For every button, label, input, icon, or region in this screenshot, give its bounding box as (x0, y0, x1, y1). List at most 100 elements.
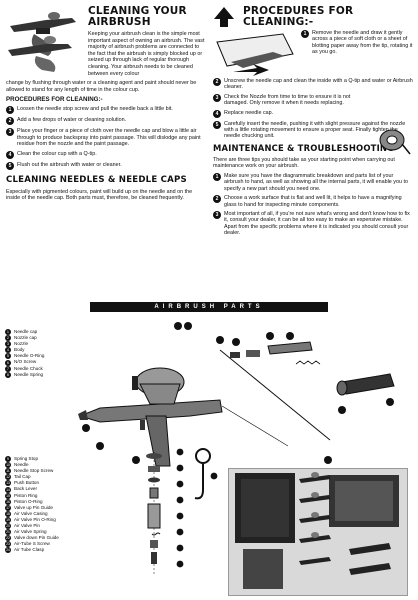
step-text: Flush out the airbrush with water or cle… (17, 161, 122, 168)
part-number: 21 (5, 529, 11, 536)
step-number: 1 (6, 106, 14, 115)
part-number: 12 (5, 474, 11, 481)
part-number: 14 (5, 486, 11, 493)
cleaning-title-2: AIRBRUSH (88, 16, 151, 28)
step-number: 5 (213, 120, 221, 129)
part-label: Needle Spring (14, 371, 44, 377)
part-label: Piston Ring (14, 492, 38, 498)
procedures-heading: PROCEDURES FOR CLEANING:- (6, 96, 103, 104)
part-number: 18 (5, 510, 11, 517)
part-label: Valve up Pin Guide (14, 504, 53, 510)
maintenance-intro: There are three tips you should take as … (213, 156, 395, 170)
step-text: Clean the colour cup with a Q-tip. (17, 150, 97, 157)
part-label: Needle (14, 462, 29, 468)
part-number: 11 (5, 468, 11, 475)
part-label: Body (14, 347, 25, 353)
part-label: Air Valve Spring (14, 529, 47, 535)
part-label: Needle O-Ring (14, 353, 45, 359)
arrow-up-icon (214, 7, 234, 27)
right-step-1: 1 Remove the needle and draw it gently a… (301, 30, 413, 56)
part-number: 15 (5, 492, 11, 499)
step-number: 2 (6, 117, 14, 126)
step-text: Check the Nozzle from time to time to en… (224, 93, 351, 107)
airbrush-kit-photo-graphic (235, 472, 399, 589)
step-number: 4 (213, 109, 221, 118)
part-number: 2 (5, 335, 11, 342)
maintenance-title: MAINTENANCE & TROUBLESHOOTING (213, 142, 395, 153)
part-number: 19 (5, 516, 11, 523)
needles-text: Especially with pigmented colours, paint… (6, 188, 193, 202)
part-number: 13 (5, 480, 11, 487)
step-number: 1 (301, 30, 309, 38)
needle-cloth-row: 1 Remove the needle and draw it gently a… (213, 30, 413, 78)
right-header: PROCEDURES FOR CLEANING:- (213, 6, 413, 30)
airbrush-exploded-diagram (78, 322, 395, 467)
airbrush-sketch (6, 6, 84, 74)
part-label: Air Valve Pin (14, 523, 40, 529)
part-number: 20 (5, 523, 11, 530)
part-label: Nozzle (14, 341, 29, 347)
part-label: Tail Cap (14, 474, 31, 480)
part-number: 22 (5, 535, 11, 542)
tip-number: 3 (213, 211, 221, 220)
part-label: Piston O-Ring (14, 498, 43, 504)
step-text: Remove the needle and draw it gently acr… (312, 30, 413, 56)
part-label: Needle cap (14, 329, 38, 334)
step-number: 4 (6, 150, 14, 159)
airbrush-parts-banner: AIRBRUSH PARTS (90, 302, 328, 312)
part-number: 17 (5, 504, 11, 511)
part-label: N/O Screw (14, 359, 37, 365)
part-label: Back Lever (14, 486, 37, 492)
air-tube-clasp-diagram (194, 448, 218, 500)
step-number: 3 (213, 93, 221, 102)
step-text: Unscrew the needle cap and clean the ins… (224, 78, 413, 91)
part-number: 3 (5, 341, 11, 348)
part-number: 6 (5, 359, 11, 366)
part-label: Needle Chuck (14, 365, 43, 371)
airbrush-hand-illustration (8, 12, 76, 72)
step-number: 3 (6, 128, 14, 137)
part-label: Air-Tube S Screw (14, 541, 50, 547)
part-number: 7 (5, 365, 11, 372)
tip-text: Most important of all, if you're not sur… (224, 211, 410, 237)
needle-cloth-illustration (216, 33, 294, 76)
part-number: 5 (5, 353, 11, 360)
step-text: Loosen the needle stop screw and pull th… (17, 106, 173, 113)
tip-number: 2 (213, 195, 221, 204)
step-number: 2 (213, 78, 221, 86)
part-label: Air Valve Casing (14, 510, 48, 516)
part-number: 1 (5, 329, 11, 336)
part-number: 23 (5, 541, 11, 548)
cleaning-title-1: CLEANING YOUR (88, 5, 187, 17)
step-text: Carefully insert the needle, pushing it … (224, 120, 406, 140)
